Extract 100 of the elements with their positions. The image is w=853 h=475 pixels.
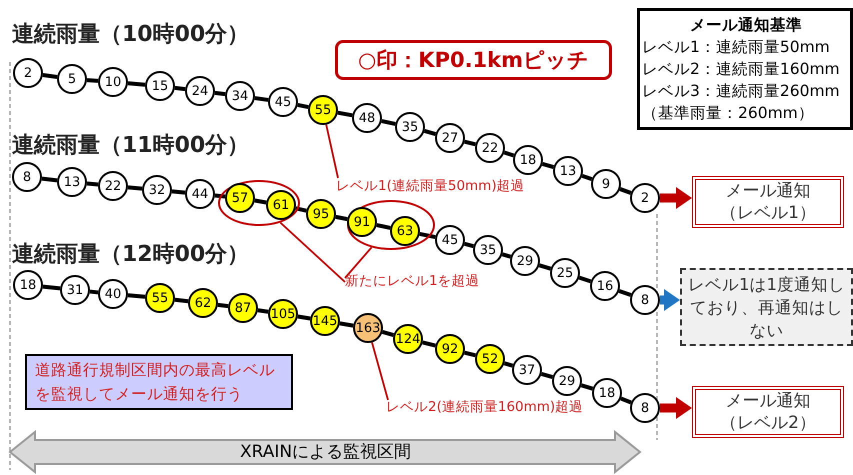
value-circle: 40 bbox=[98, 279, 128, 309]
connector-line bbox=[172, 189, 186, 195]
connector-line bbox=[620, 396, 632, 404]
value-circle: 124 bbox=[393, 324, 423, 354]
value-circle: 145 bbox=[310, 306, 340, 336]
connector-line bbox=[538, 263, 552, 271]
connector-line bbox=[540, 372, 554, 379]
value-circle: 92 bbox=[435, 334, 465, 364]
connector-line bbox=[464, 140, 476, 146]
connector-line bbox=[504, 361, 514, 368]
connector-line bbox=[297, 102, 309, 110]
value-circle: 45 bbox=[268, 87, 298, 117]
connector-line bbox=[502, 252, 512, 259]
value-circle: 18 bbox=[592, 378, 622, 408]
connector-line bbox=[214, 194, 226, 198]
value-circle: 22 bbox=[98, 171, 128, 201]
connector-line bbox=[128, 81, 146, 87]
value-circle: 45 bbox=[435, 225, 465, 255]
highlight-ellipse bbox=[347, 200, 435, 250]
connector-line bbox=[42, 284, 60, 290]
connector-line bbox=[214, 90, 226, 96]
value-circle: 13 bbox=[57, 167, 87, 197]
value-circle: 13 bbox=[553, 156, 583, 186]
connector-line bbox=[86, 78, 98, 83]
connector-line bbox=[218, 302, 228, 308]
connector-line bbox=[337, 110, 353, 118]
value-circle: 27 bbox=[435, 123, 465, 153]
connector-line bbox=[258, 308, 268, 314]
value-circle: 163 bbox=[353, 313, 383, 343]
value-circle: 18 bbox=[513, 145, 543, 175]
value-circle: 10 bbox=[98, 67, 128, 97]
value-circle: 35 bbox=[473, 235, 503, 265]
criteria-line: レベル3：連続雨量260mm bbox=[642, 81, 840, 102]
value-circle: 91 bbox=[347, 207, 377, 237]
criteria-line: （基準雨量：260mm） bbox=[642, 103, 814, 124]
leader-line bbox=[280, 222, 346, 283]
value-circle: 63 bbox=[390, 216, 420, 246]
value-circle: 48 bbox=[352, 103, 382, 133]
connector-line bbox=[618, 289, 632, 297]
value-circle: 31 bbox=[60, 275, 90, 305]
connector-line bbox=[464, 242, 474, 248]
annotation-text: レベル2(連続雨量160mm)超過 bbox=[386, 398, 586, 416]
connector-line bbox=[422, 340, 436, 348]
leader-line bbox=[325, 124, 339, 178]
connector-line bbox=[128, 185, 142, 191]
connector-line bbox=[86, 181, 98, 187]
value-circle: 8 bbox=[630, 285, 660, 315]
value-circle: 2 bbox=[13, 58, 43, 88]
leader-line bbox=[371, 342, 389, 400]
value-circle: 35 bbox=[395, 112, 425, 142]
connector-line bbox=[382, 330, 394, 337]
connector-line bbox=[582, 174, 592, 182]
connector-line bbox=[254, 96, 268, 102]
value-circle: 24 bbox=[185, 76, 215, 106]
connector-line bbox=[297, 314, 311, 320]
value-circle: 32 bbox=[142, 175, 172, 205]
connector-line bbox=[174, 298, 188, 304]
block-arrow bbox=[660, 397, 692, 419]
value-circle: 18 bbox=[13, 270, 43, 300]
value-circle: 29 bbox=[510, 246, 540, 276]
highlight-ellipse bbox=[218, 180, 300, 226]
value-circle: 5 bbox=[57, 64, 87, 94]
notification-box: レベル1は1度通知しており、再通知はしない bbox=[680, 268, 853, 346]
notification-box: メール通知（レベル1） bbox=[692, 176, 844, 228]
arrow-label: XRAINによる監視区間 bbox=[240, 443, 412, 463]
connector-line bbox=[580, 383, 594, 391]
value-circle: 8 bbox=[12, 162, 42, 192]
row-title: 連続雨量（11時00分） bbox=[12, 133, 250, 158]
value-circle: 61 bbox=[266, 190, 296, 220]
value-circle: 8 bbox=[630, 393, 660, 423]
row-title: 連続雨量（10時00分） bbox=[12, 22, 250, 48]
row-title: 連続雨量（12時00分） bbox=[12, 242, 250, 268]
value-circle: 55 bbox=[145, 283, 175, 313]
value-circle: 52 bbox=[475, 344, 505, 374]
connector-line bbox=[174, 86, 186, 92]
connector-line bbox=[339, 321, 354, 328]
connector-line bbox=[90, 290, 98, 294]
value-circle: 29 bbox=[552, 366, 582, 396]
connector-line bbox=[128, 293, 146, 299]
leader-line bbox=[344, 246, 372, 279]
connector-line bbox=[578, 276, 592, 284]
value-circle: 55 bbox=[308, 95, 338, 125]
connector-line bbox=[376, 223, 391, 230]
connector-line bbox=[424, 129, 436, 136]
value-circle: 87 bbox=[228, 293, 258, 323]
value-circle: 62 bbox=[188, 288, 218, 318]
connector-line bbox=[504, 150, 514, 158]
annotation-text: レベル1(連続雨量50mm)超過 bbox=[336, 177, 536, 195]
value-circle: 95 bbox=[306, 199, 336, 229]
value-circle: 15 bbox=[145, 71, 175, 101]
connector-line bbox=[381, 119, 396, 126]
connector-line bbox=[42, 176, 58, 182]
connector-line bbox=[542, 162, 554, 169]
criteria-heading: メール通知基準 bbox=[690, 15, 802, 36]
block-arrow bbox=[660, 187, 692, 209]
value-circle: 16 bbox=[590, 271, 620, 301]
note-box: ○印：KP0.1kmピッチ bbox=[335, 40, 612, 80]
value-circle: 44 bbox=[185, 179, 215, 209]
value-circle: 34 bbox=[225, 81, 255, 111]
connector-line bbox=[419, 232, 436, 240]
